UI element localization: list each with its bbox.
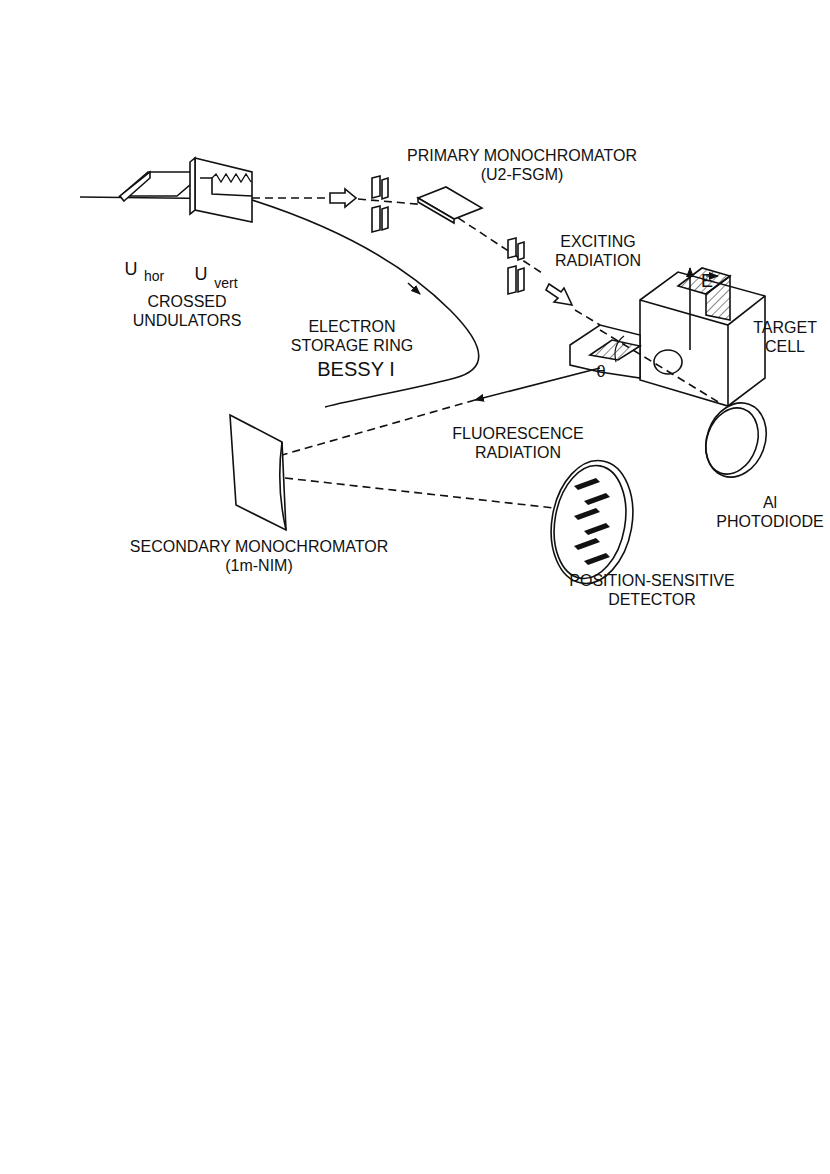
vertical-undulator xyxy=(195,158,252,222)
plane-grating-edge xyxy=(418,198,454,223)
fluorescence-beam xyxy=(282,400,475,455)
vertical-undulator-side xyxy=(190,158,195,214)
slit-plate xyxy=(382,178,388,199)
part-label: SECONDARY MONOCHROMATOR xyxy=(130,537,388,556)
part-label: ELECTRON STORAGE RING xyxy=(287,317,417,355)
slit-plate xyxy=(518,268,524,292)
part-label: PRIMARY MONOCHROMATOR xyxy=(407,146,637,165)
storage-ring xyxy=(252,200,479,407)
polarization-vector xyxy=(689,268,691,350)
detector-strip xyxy=(584,493,610,505)
detector-strip xyxy=(584,553,610,565)
slit-plate xyxy=(372,206,380,232)
subscript: vert xyxy=(214,275,237,292)
detector-strip xyxy=(574,508,600,520)
slit-plate xyxy=(382,207,388,230)
part-label: (1m-NIM) xyxy=(225,556,293,575)
beam-label: EXCITING RADIATION xyxy=(555,232,641,270)
fluorescence-arrow xyxy=(475,368,600,400)
beam-label: FLUORESCENCE RADIATION xyxy=(452,424,584,462)
horizontal-undulator-side xyxy=(120,172,150,201)
hollow-arrow xyxy=(546,284,572,305)
concave-grating xyxy=(230,415,286,530)
undulator-coil xyxy=(212,174,251,182)
part-label: POSITION-SENSITIVE DETECTOR xyxy=(565,571,740,609)
part-label: (U2-FSGM) xyxy=(481,165,564,184)
photon-beam xyxy=(252,197,325,199)
photodiode xyxy=(696,394,776,485)
undulator-inner-edge xyxy=(200,178,252,196)
undulator-symbol: U xyxy=(125,258,138,280)
subscript: hor xyxy=(144,268,164,285)
slit-plate xyxy=(518,242,524,260)
concave-grating-face xyxy=(280,442,286,530)
slit-plate xyxy=(508,238,516,258)
slit-plate xyxy=(372,176,380,198)
detector-face xyxy=(546,460,635,584)
hollow-arrow xyxy=(330,189,356,207)
vector-label: E xyxy=(701,270,713,292)
target-cell-edges xyxy=(640,296,765,406)
detector-strips xyxy=(574,478,610,565)
cell-window xyxy=(654,350,682,374)
part-label: BESSY I xyxy=(317,357,394,381)
position-sensitive-detector xyxy=(542,454,642,590)
diffracted-beam xyxy=(285,478,590,512)
photodiode-face xyxy=(697,400,767,481)
beam-direction-arrow xyxy=(408,283,420,294)
detector-strip xyxy=(574,538,600,550)
undulator-symbol: U xyxy=(195,263,208,285)
angle-label: θ xyxy=(596,362,605,382)
part-label: TARGET CELL xyxy=(753,318,816,356)
exciting-beam xyxy=(575,310,600,325)
part-label: Al PHOTODIODE xyxy=(716,493,823,531)
angle-arc xyxy=(615,336,624,362)
detector-strip xyxy=(584,523,610,535)
part-label: CROSSED UNDULATORS xyxy=(133,292,242,330)
exciting-beam xyxy=(600,330,720,403)
detector-strip xyxy=(574,478,600,490)
slit-plate xyxy=(508,266,516,294)
